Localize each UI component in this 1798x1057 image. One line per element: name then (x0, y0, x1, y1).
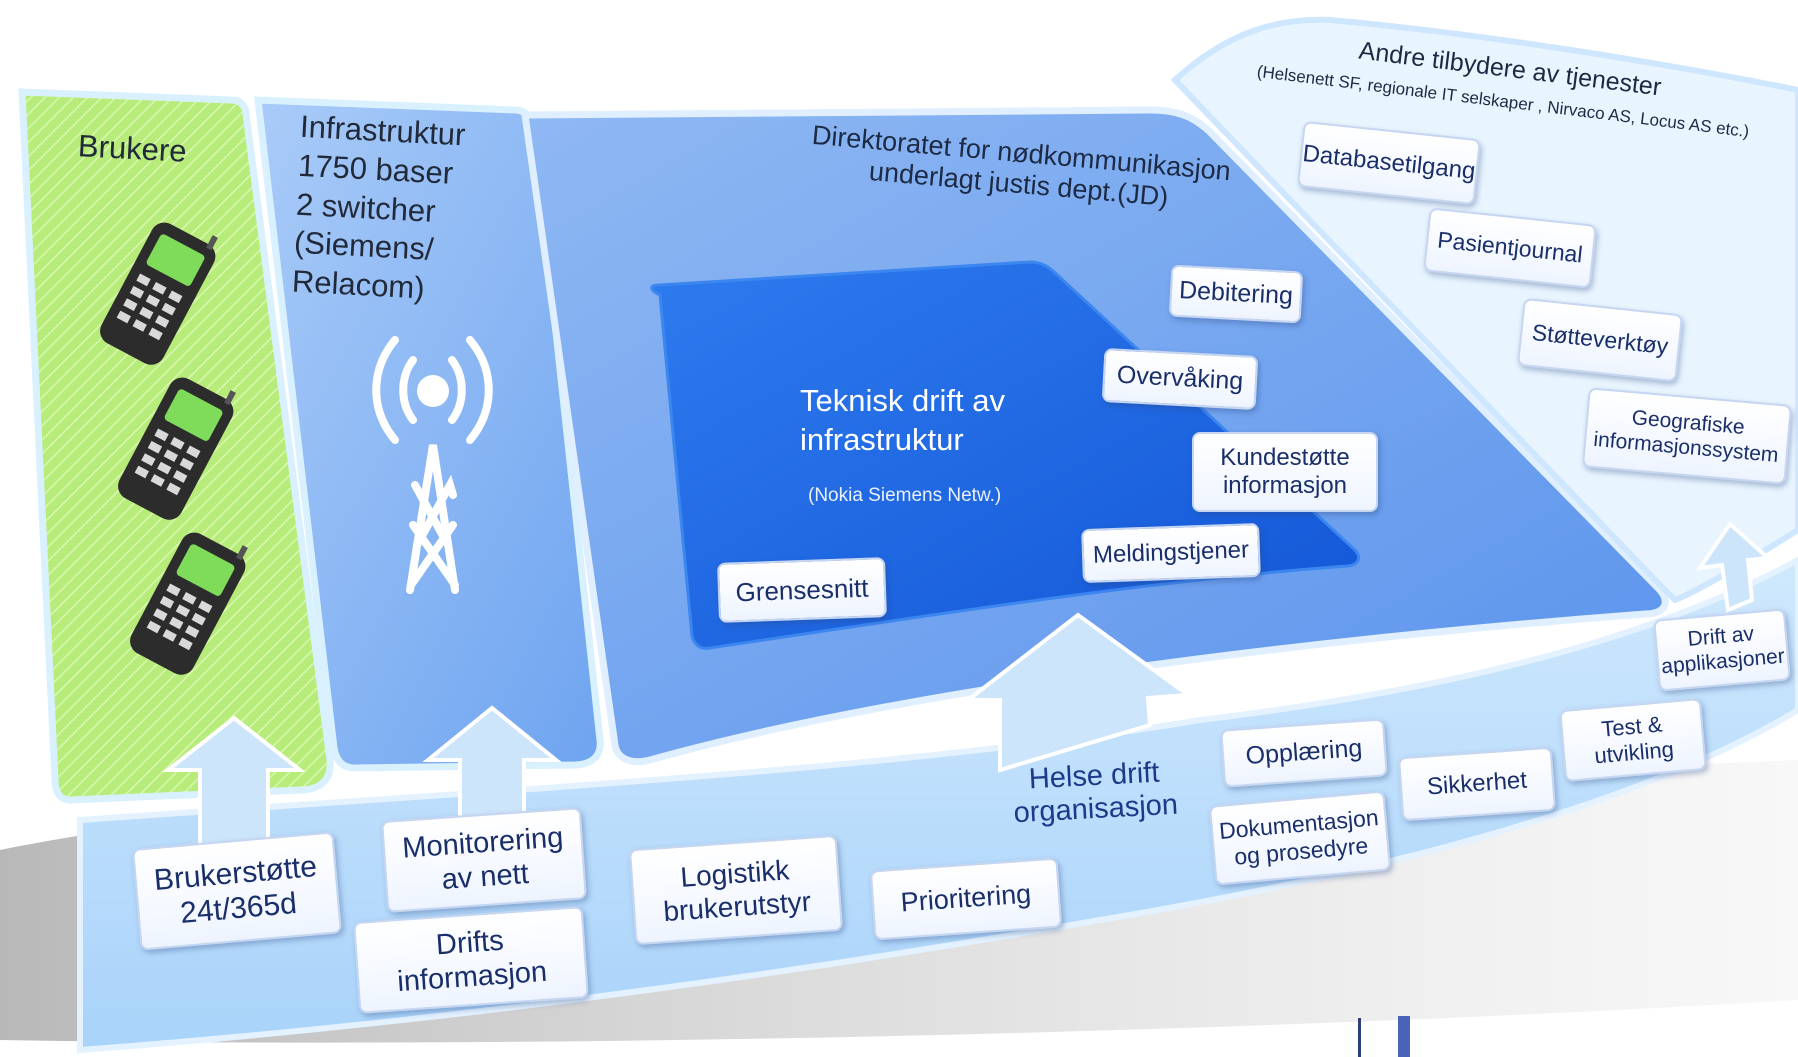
phones-group (78, 210, 258, 680)
drifts-box: Drifts informasjon (353, 906, 589, 1014)
meldingstjener-box: Meldingstjener (1081, 522, 1261, 584)
test-box: Test & utvikling (1559, 697, 1707, 783)
sikkerhet-box: Sikkerhet (1397, 746, 1557, 822)
arrow-up-directorate (962, 612, 1194, 773)
drift-applikasjoner-box: Drift av applikasjoner (1653, 608, 1791, 692)
stray-bar (1358, 1018, 1361, 1057)
core-title: Teknisk drift av infrastruktur (800, 383, 1006, 457)
logistikk-box: Logistikk brukerutstyr (628, 834, 844, 946)
overvaking-box: Overvåking (1101, 348, 1259, 410)
opplaering-box: Opplæring (1220, 718, 1388, 788)
operations-title: Helse drift organisasjon (1012, 756, 1179, 830)
arrow-up-providers (1695, 520, 1773, 613)
grensesnitt-box: Grensesnitt (717, 557, 887, 623)
stray-bar (1398, 1016, 1410, 1057)
users-title: Brukere (77, 128, 188, 169)
monitorering-box: Monitorering av nett (381, 807, 587, 913)
mobile-handset-icon (100, 222, 248, 675)
brukerstotte-box: Brukerstøtte 24t/365d (131, 831, 343, 951)
prioritering-box: Prioritering (869, 857, 1063, 941)
kundestotte-box: Kundestøtte informasjon (1192, 432, 1378, 512)
infrastructure-title: Infrastruktur 1750 baser 2 switcher (Sie… (291, 108, 467, 306)
core-subtitle: (Nokia Siemens Netw.) (808, 485, 1002, 506)
radio-tower-icon (355, 335, 510, 600)
debitering-box: Debitering (1168, 264, 1304, 324)
dokumentasjon-box: Dokumentasjon og prosedyre (1208, 790, 1392, 886)
